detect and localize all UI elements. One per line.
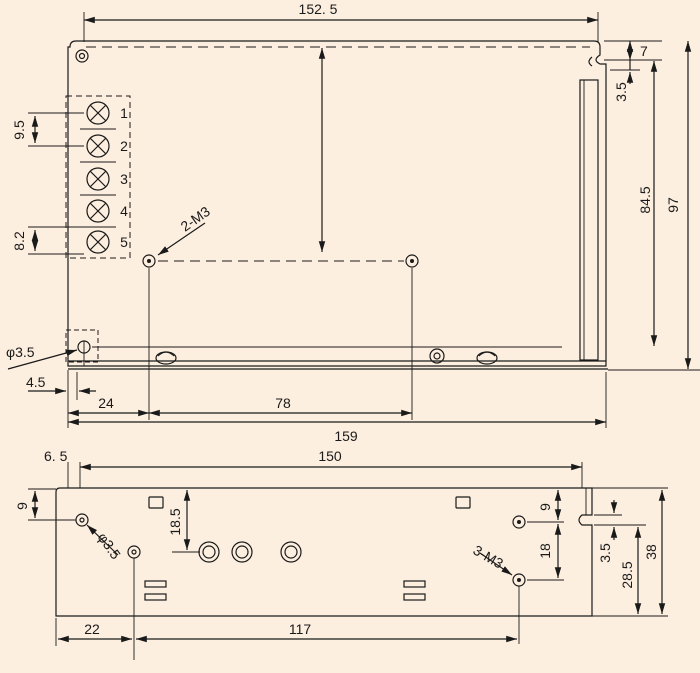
dim-side-top-offset: 9 (14, 502, 30, 510)
side-hole-icon (127, 545, 141, 559)
terminal-4-icon (86, 199, 110, 223)
clip-icon (476, 351, 498, 365)
connector-icon (280, 541, 302, 563)
mount-hole-icon (142, 254, 156, 268)
side-hole-icon (75, 513, 89, 527)
dim-side-overall-height: 38 (643, 544, 659, 560)
dim-overall-width: 152. 5 (299, 1, 338, 17)
dim-side-hole-height: 18.5 (167, 508, 183, 535)
terminal-label: 2 (120, 138, 128, 154)
terminal-1-icon (86, 101, 110, 125)
connector-icon (198, 541, 220, 563)
side-plate-outline (55, 487, 593, 617)
dim-side-right-top-offset: 9 (537, 503, 553, 511)
dim-side-hole-spacing: 117 (289, 621, 312, 637)
dim-side-inner-height: 28.5 (619, 561, 635, 588)
dim-side-left-hole-offset: 22 (84, 621, 100, 637)
dim-overall-length: 159 (334, 428, 358, 444)
top-plate-outline (67, 40, 607, 367)
dim-corner-hole: φ3.5 (6, 344, 35, 360)
dim-terminal-pitch-upper: 9.5 (11, 120, 27, 140)
dim-terminal-pitch-lower: 8.2 (11, 231, 27, 251)
dim-hole-offset: 24 (98, 395, 114, 411)
dim-overall-height: 97 (665, 197, 681, 213)
dim-left-margin: 4.5 (26, 374, 46, 390)
slot-icon (455, 496, 471, 509)
slot-icon (148, 496, 164, 509)
dim-tab-hole: 3.5 (613, 82, 629, 102)
dim-side-hole-dia: φ3.5 (95, 530, 125, 563)
terminal-3-icon (86, 167, 110, 191)
dim-hole-spacing: 78 (275, 395, 291, 411)
side-view: 6. 5 150 9 (14, 448, 668, 660)
screw-icon (429, 348, 445, 364)
connector-icon (231, 541, 253, 563)
dim-side-overall-length: 150 (318, 448, 342, 464)
terminal-5-icon (86, 230, 110, 254)
clip-icon (155, 351, 177, 365)
terminal-label: 3 (120, 171, 128, 187)
dim-side-right-spacing: 18 (537, 543, 553, 559)
dim-tab-offset: 7 (640, 43, 648, 59)
dim-side-tab-hole: 3.5 (597, 543, 613, 563)
terminal-block: 1 2 3 4 5 (80, 101, 128, 254)
corner-hole-icon (75, 49, 89, 63)
side-hole-icon (512, 515, 526, 529)
terminal-label: 5 (120, 234, 128, 250)
mount-hole-icon (405, 254, 419, 268)
dim-side-left-edge: 6. 5 (44, 448, 68, 464)
top-view: 152. 5 (6, 1, 700, 444)
terminal-label: 1 (120, 105, 128, 121)
terminal-label: 4 (120, 203, 128, 219)
terminal-2-icon (86, 134, 110, 158)
dim-inner-height: 84.5 (637, 186, 653, 213)
